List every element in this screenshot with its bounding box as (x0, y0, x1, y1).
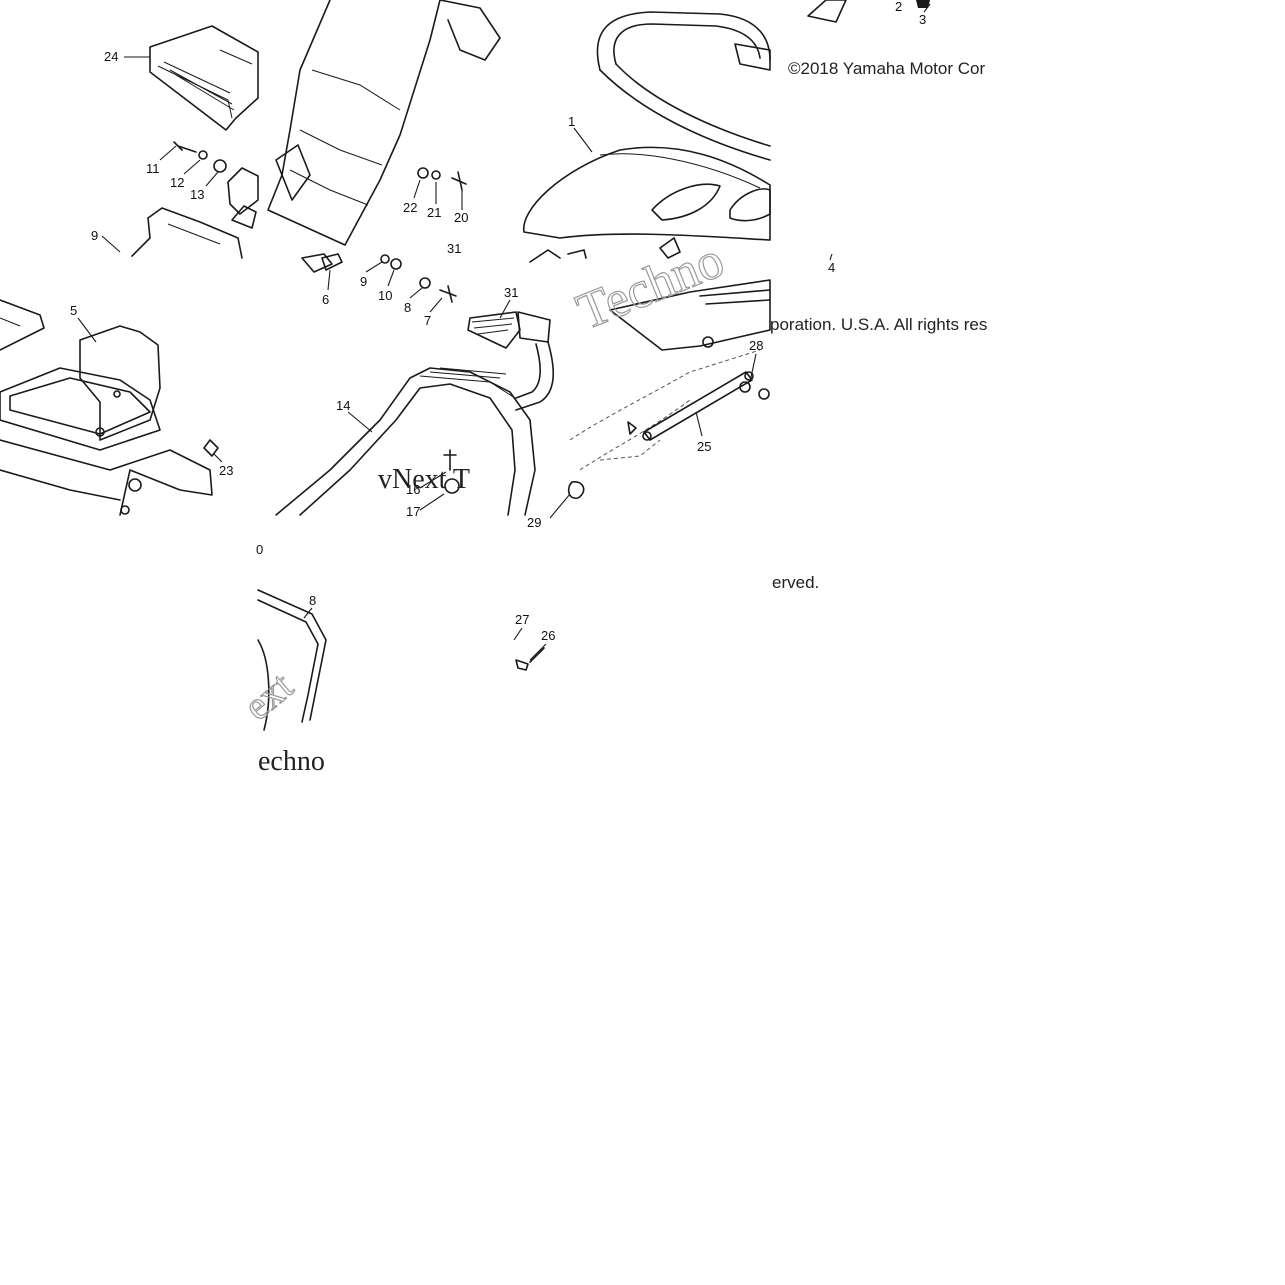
watermark-techno: Techno (569, 231, 732, 341)
callout-9: 9 (360, 274, 367, 289)
part-11-bolt (173, 141, 197, 153)
callout-26: 26 (541, 628, 555, 643)
callout-28: 28 (749, 338, 763, 353)
part-12-washer (198, 150, 208, 160)
callout-0: 0 (256, 542, 263, 557)
tile-top-right (523, 0, 930, 263)
callout-3: 3 (919, 12, 926, 27)
callout-27: 27 (515, 612, 529, 627)
tile-middle-left (0, 299, 219, 516)
callout-23: 23 (219, 463, 233, 478)
callout-31-top: 31 (447, 241, 461, 256)
part-21-washer (431, 170, 441, 180)
callout-22: 22 (403, 200, 417, 215)
watermark-ext: ext (235, 663, 301, 729)
callout-8-bottom: 8 (309, 593, 316, 608)
watermarks: Techno vNext T echno ext (234, 231, 732, 777)
part-9-stay (131, 207, 243, 259)
tile-top-middle (267, 0, 501, 273)
callout-21: 21 (427, 205, 441, 220)
part-25-stay (643, 371, 753, 441)
callout-12: 12 (170, 175, 184, 190)
callout-13: 13 (190, 187, 204, 202)
rear-fender-body (267, 0, 441, 246)
callout-17: 17 (406, 504, 420, 519)
callout-9-top: 9 (91, 228, 98, 243)
watermark-echno: echno (258, 746, 325, 777)
part-1-fender (523, 146, 771, 241)
part-5-bracket (79, 325, 161, 441)
copyright-notice: ©2018 Yamaha Motor Cor poration. U.S.A. … (770, 59, 987, 592)
part-14-tail-body (275, 367, 536, 516)
part-9-washer (380, 254, 390, 264)
part-22-washer (417, 167, 429, 179)
callout-20: 20 (454, 210, 468, 225)
part-7-bolt (439, 285, 457, 303)
callout-1: 1 (568, 114, 575, 129)
callout-6: 6 (322, 292, 329, 307)
part-20-bolt (451, 171, 467, 191)
callout-24: 24 (104, 49, 118, 64)
tile-top-left (131, 25, 259, 259)
part-31-taillight (467, 311, 521, 349)
part-13-grommet (213, 159, 227, 173)
callout-7: 7 (424, 313, 431, 328)
callout-4: 4 (828, 260, 835, 275)
part-10-grommet (390, 258, 402, 270)
tile-middle-right (569, 279, 771, 471)
tile-center (275, 253, 585, 516)
callout-25: 25 (697, 439, 711, 454)
part-24-cover (149, 25, 259, 131)
grab-bar (596, 11, 771, 71)
tile-bottom (257, 589, 545, 731)
callout-8: 8 (404, 300, 411, 315)
callout-11: 11 (146, 161, 160, 176)
part-28-washer (739, 381, 751, 393)
part-29-grommet (567, 481, 585, 499)
callout-5: 5 (70, 303, 77, 318)
part-26-bolt (515, 647, 545, 671)
callout-14: 14 (336, 398, 350, 413)
part-23-bolt (203, 439, 219, 457)
copyright-line-2: poration. U.S.A. All rights res (770, 315, 987, 334)
part-8-washer (419, 277, 431, 289)
callout-16: 16 (406, 482, 420, 497)
callout-29: 29 (527, 515, 541, 530)
callout-31: 31 (504, 285, 518, 300)
part-17-nut (444, 478, 460, 494)
callout-labels: 24 11 12 13 9 22 21 20 31 1 2 3 4 5 23 6… (70, 0, 931, 661)
fw-label (807, 0, 847, 23)
watermark-vnext: vNext T (378, 464, 470, 495)
callout-10: 10 (378, 288, 392, 303)
copyright-line-1: ©2018 Yamaha Motor Cor (788, 59, 985, 78)
copyright-line-3: erved. (772, 573, 819, 592)
part-8-panel (257, 589, 327, 723)
callout-2: 2 (895, 0, 902, 14)
